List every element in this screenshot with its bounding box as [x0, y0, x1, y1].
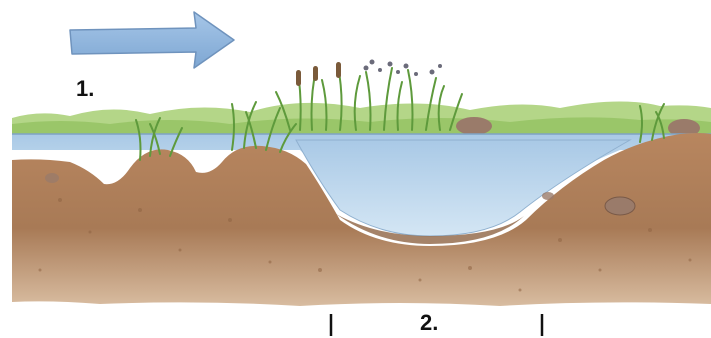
step-two-label: 2.: [420, 310, 438, 335]
step-one-label: 1.: [76, 76, 94, 101]
background-grass: [12, 101, 711, 134]
right-arrow-icon: [70, 12, 234, 68]
